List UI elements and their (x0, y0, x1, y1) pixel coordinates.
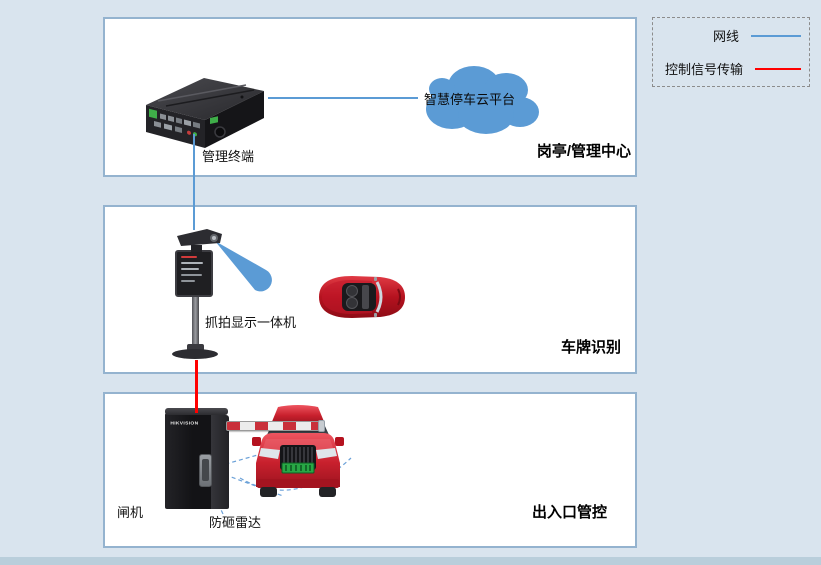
network-cable-line-swatch (751, 34, 801, 37)
section-title-gate: 出入口管控 (531, 504, 607, 521)
camera-pole (192, 296, 199, 350)
control-signal-line-swatch (755, 67, 801, 70)
gate-cabinet-side (211, 415, 229, 509)
management-terminal-icon (146, 78, 264, 148)
gate-label: 闸机 (117, 505, 144, 520)
legend-row-signal: 控制信号传输 (661, 59, 801, 78)
terminal-label: 管理终端 (202, 149, 255, 164)
section-title-recognition: 车牌识别 (560, 339, 621, 356)
capture-camera-label: 抓拍显示一体机 (205, 315, 297, 330)
cloud-platform-label: 智慧停车云平台 (424, 92, 516, 107)
section-title-management: 岗亭/管理中心 (536, 143, 631, 160)
legend: 网线 控制信号传输 (652, 17, 810, 87)
legend-control-signal-label: 控制信号传输 (664, 62, 743, 77)
camera-beam-icon (215, 241, 272, 292)
legend-row-network: 网线 (661, 26, 801, 45)
network-line-terminal-camera (193, 134, 195, 230)
camera-display-screen (175, 250, 213, 297)
bottom-edge-strip (0, 557, 821, 565)
car-front-view-icon (252, 405, 344, 497)
cloud-icon (426, 66, 539, 134)
barrier-gate-icon: HIKVISION (165, 408, 232, 509)
gate-brand-label: HIKVISION (170, 421, 199, 426)
capture-camera-icon (177, 229, 222, 252)
anti-smash-radar-icon (199, 454, 212, 487)
radar-label: 防砸雷达 (209, 515, 262, 530)
legend-network-cable-label: 网线 (712, 29, 739, 44)
barrier-arm-icon (226, 421, 323, 431)
car-top-view-icon (319, 276, 405, 318)
camera-pole-base (172, 349, 218, 359)
signal-line-camera-gate (195, 360, 198, 413)
barrier-arm-tip (318, 420, 325, 432)
camera-pole-neck (187, 344, 204, 351)
network-line-terminal-cloud (268, 97, 418, 99)
